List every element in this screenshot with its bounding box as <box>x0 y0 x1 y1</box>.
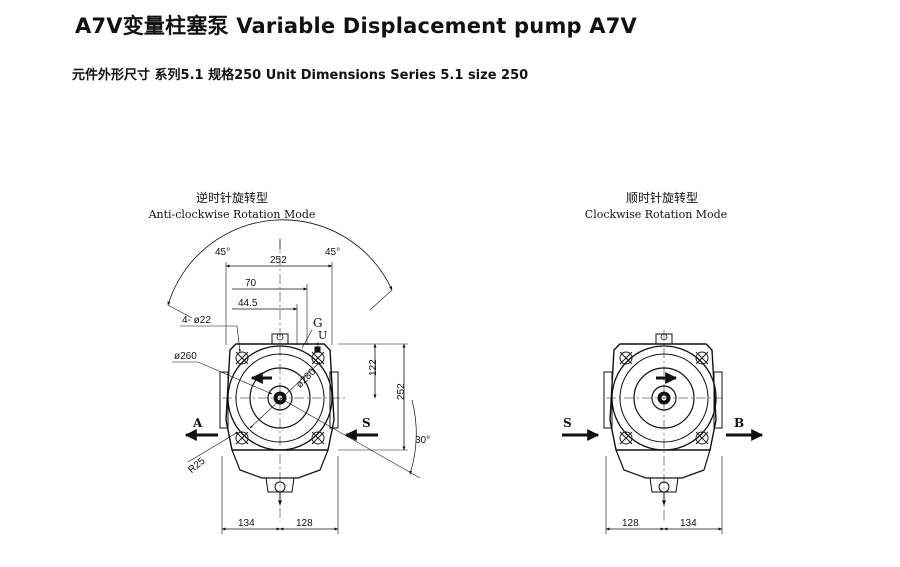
bottom-134-label: 134 <box>238 518 255 529</box>
dim-44-5-label: 44.5 <box>238 298 258 309</box>
left-title-en: Anti-clockwise Rotation Mode <box>148 208 316 221</box>
angle-arc-45 <box>167 219 393 306</box>
port-s-label: S <box>362 416 371 430</box>
dim-122-label: 122 <box>368 359 379 376</box>
port-u-label: U <box>318 329 327 342</box>
angle-30-label: 30° <box>415 435 430 446</box>
angle-left-label: 45° <box>215 247 230 258</box>
page-subtitle: 元件外形尺寸 系列5.1 规格250 Unit Dimensions Serie… <box>72 68 529 83</box>
right-title-en: Clockwise Rotation Mode <box>585 208 727 221</box>
bottom-128-label: 128 <box>296 518 313 529</box>
dim-252-label: 252 <box>270 255 287 266</box>
page-title: A7V变量柱塞泵 Variable Displacement pump A7V <box>75 14 637 38</box>
angle-right-label: 45° <box>325 247 340 258</box>
right-view: 顺时针旋转型 Clockwise Rotation Mode S B <box>562 190 764 534</box>
pump-housing-right <box>609 343 717 451</box>
dim-70-label: 70 <box>245 278 257 289</box>
port-a-label: A <box>192 416 203 430</box>
right-port-b-label: B <box>734 416 744 430</box>
left-title-cn: 逆时针旋转型 <box>196 190 268 205</box>
dia-280-label: ø280 <box>294 366 318 390</box>
port-g-label: G <box>313 316 323 330</box>
pump-housing <box>225 343 335 451</box>
right-port-s-label: S <box>563 416 572 430</box>
bolt-holes-right <box>619 351 709 445</box>
holes-label: 4- ø22 <box>182 315 211 326</box>
radius-label: R25 <box>186 455 207 476</box>
left-view: 逆时针旋转型 Anti-clockwise Rotation Mode 45° … <box>148 190 430 534</box>
dim-height-252-label: 252 <box>396 383 407 400</box>
dia-260-label: ø260 <box>174 351 197 362</box>
bolt-holes <box>235 351 325 445</box>
right-bottom-134-label: 134 <box>680 518 697 529</box>
right-title-cn: 顺时针旋转型 <box>626 190 698 205</box>
right-bottom-128-label: 128 <box>622 518 639 529</box>
